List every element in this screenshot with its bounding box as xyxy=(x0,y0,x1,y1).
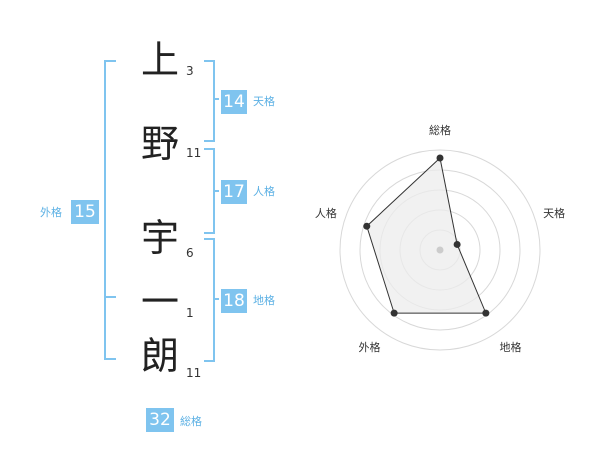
gaikaku-bracket xyxy=(104,60,116,360)
gaikaku-divider xyxy=(104,296,116,298)
radar-center-dot xyxy=(436,246,444,254)
tenkaku-connector xyxy=(213,98,219,100)
name-char-3: 宇 xyxy=(140,216,179,260)
gaikaku-value: 15 xyxy=(71,200,99,224)
stroke-count-4: 1 xyxy=(186,306,194,320)
stroke-count-1: 3 xyxy=(186,64,194,78)
radar-axis-label-1: 総格 xyxy=(429,123,451,137)
radar-axis-label-2: 天格 xyxy=(543,206,565,220)
stroke-count-5: 11 xyxy=(186,366,202,380)
chikaku-label: 地格 xyxy=(253,294,275,307)
chikaku-connector xyxy=(213,298,219,300)
radar-point-2 xyxy=(453,240,461,248)
radar-data-polygon xyxy=(366,157,487,314)
radar-point-3 xyxy=(482,309,490,317)
radar-axis-label-3: 地格 xyxy=(500,340,522,354)
soukaku-label: 総格 xyxy=(180,415,202,428)
name-char-4: 一 xyxy=(140,280,179,324)
radar-point-5 xyxy=(363,222,371,230)
soukaku-value: 32 xyxy=(146,408,174,432)
gaikaku-label: 外格 xyxy=(40,206,62,219)
radar-axis-label-4: 外格 xyxy=(358,340,380,354)
name-char-1: 上 xyxy=(140,38,179,82)
name-char-5: 朗 xyxy=(140,334,179,378)
stroke-count-3: 6 xyxy=(186,246,194,260)
stroke-count-2: 11 xyxy=(186,146,202,160)
radar-point-4 xyxy=(390,309,398,317)
radar-axis-label-5: 人格 xyxy=(315,206,337,220)
name-char-2: 野 xyxy=(140,122,179,166)
jinkaku-value: 17 xyxy=(221,180,247,204)
tenkaku-bracket xyxy=(204,60,215,142)
jinkaku-label: 人格 xyxy=(253,185,275,198)
radar-point-1 xyxy=(436,154,444,162)
tenkaku-label: 天格 xyxy=(253,95,275,108)
jinkaku-connector xyxy=(213,190,219,192)
tenkaku-value: 14 xyxy=(221,90,247,114)
chikaku-value: 18 xyxy=(221,289,247,313)
chikaku-bracket xyxy=(204,238,215,362)
